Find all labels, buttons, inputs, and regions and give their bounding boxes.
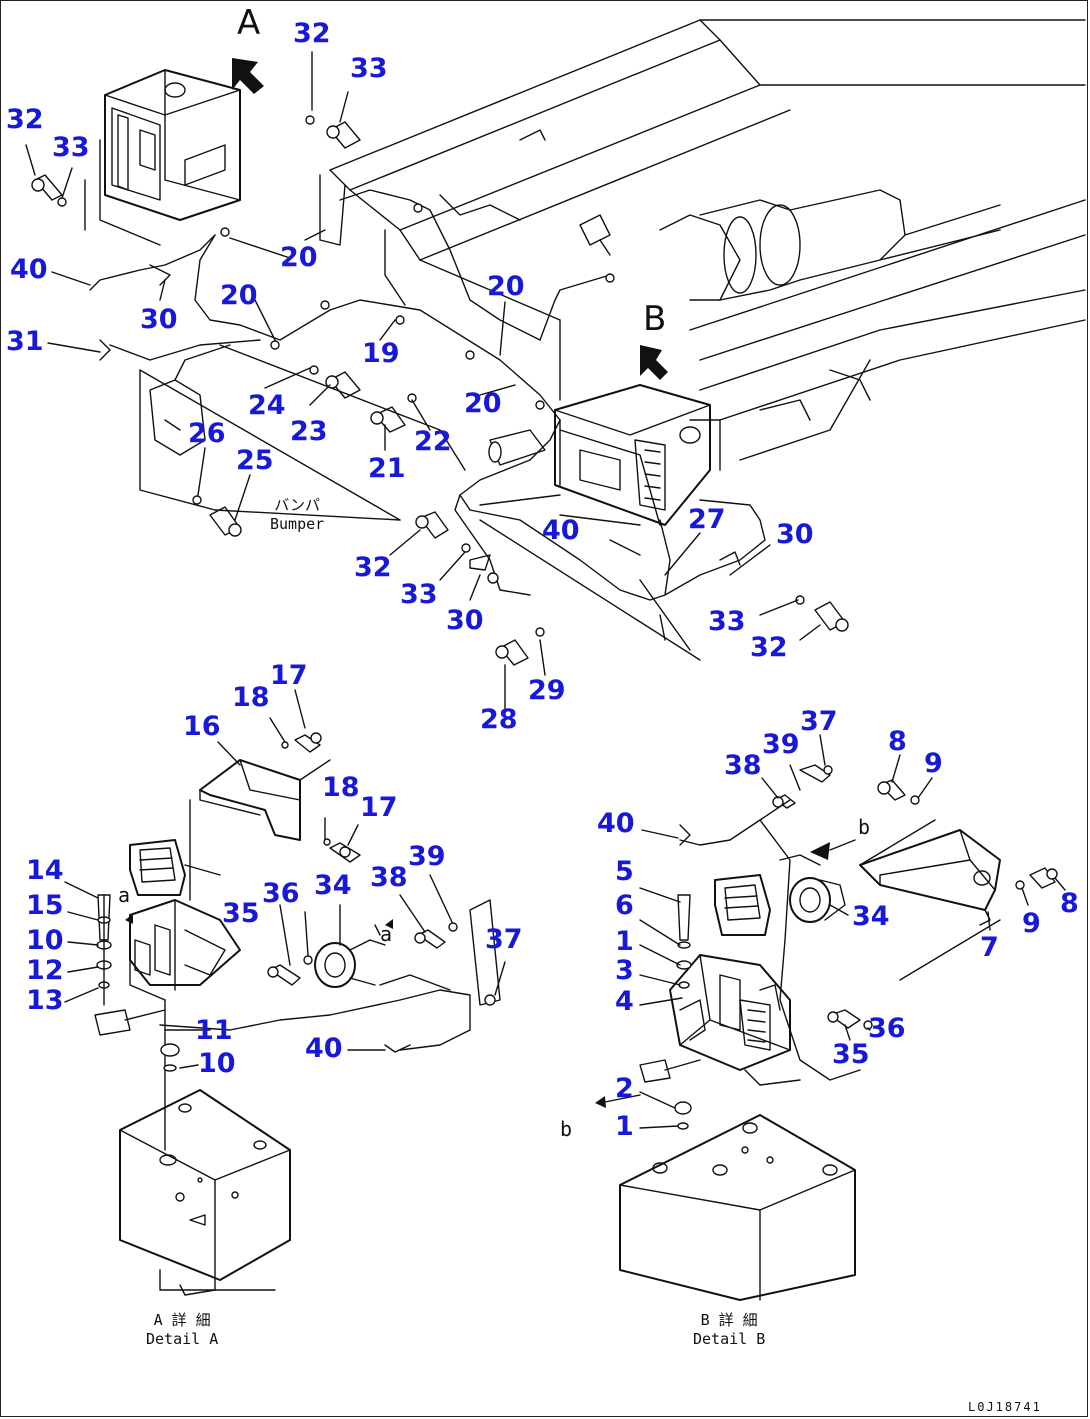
leaders-top	[25, 51, 821, 711]
callout: 23	[290, 416, 328, 447]
chassis-frame	[139, 19, 1086, 661]
leaders-detail-b	[639, 734, 1066, 1129]
callout: 32	[750, 632, 788, 663]
callout: 18	[232, 682, 270, 713]
leader-letter-a2: a	[380, 922, 393, 946]
callout: 40	[597, 808, 635, 839]
view-marker-a: A	[237, 3, 261, 43]
view-arrow-b	[640, 345, 668, 380]
callout: 33	[400, 579, 438, 610]
callout: 4	[615, 986, 634, 1017]
callout: 20	[280, 242, 318, 273]
callout: 19	[362, 338, 400, 369]
callout: 26	[188, 418, 226, 449]
callout: 33	[52, 132, 90, 163]
callout: 30	[140, 304, 178, 335]
callout: 10	[198, 1048, 236, 1079]
callout: 37	[485, 924, 523, 955]
callout: 22	[414, 426, 452, 457]
detail-a-label-en: Detail A	[146, 1329, 219, 1348]
callout: 32	[6, 104, 44, 135]
callout: 20	[487, 271, 525, 302]
callout: 24	[248, 390, 286, 421]
callout: 36	[868, 1013, 906, 1044]
callout: 40	[305, 1033, 343, 1064]
detail-b-drawing	[595, 764, 1058, 1301]
detail-a-drawing	[94, 732, 501, 1296]
callout: 38	[724, 750, 762, 781]
callout: 17	[360, 792, 398, 823]
callout: 17	[270, 660, 308, 691]
callout: 1	[615, 926, 634, 957]
callout: 32	[293, 18, 331, 49]
detail-b-label-jp: B 詳 細	[700, 1311, 758, 1329]
callout: 12	[26, 955, 64, 986]
callout: 38	[370, 862, 408, 893]
callout: 37	[800, 706, 838, 737]
callout: 34	[852, 901, 890, 932]
callout: 30	[446, 605, 484, 636]
callout: 21	[368, 453, 406, 484]
callout: 39	[408, 841, 446, 872]
callout: 33	[708, 606, 746, 637]
callout: 32	[354, 552, 392, 583]
leader-letter-b2: b	[560, 1117, 573, 1141]
bumper-label: バンパ Bumper	[270, 496, 324, 534]
callout: 30	[776, 519, 814, 550]
callout: 34	[314, 870, 352, 901]
callout: 13	[26, 985, 64, 1016]
callout: 36	[262, 878, 300, 909]
callout: 18	[322, 772, 360, 803]
callout: 5	[615, 856, 634, 887]
callout: 6	[615, 890, 634, 921]
callout: 9	[924, 748, 943, 779]
detail-a-label: A 詳 細 Detail A	[146, 1311, 218, 1349]
callout: 40	[10, 254, 48, 285]
callout: 28	[480, 704, 518, 735]
callout: 20	[220, 280, 258, 311]
callout: 3	[615, 955, 634, 986]
callout: 2	[615, 1073, 634, 1104]
leader-letter-b1: b	[858, 815, 871, 839]
callout: 35	[832, 1039, 870, 1070]
callout: 11	[195, 1015, 233, 1046]
callout: 25	[236, 445, 274, 476]
callout: 9	[1022, 908, 1041, 939]
detail-b-label: B 詳 細 Detail B	[693, 1311, 765, 1349]
callout: 27	[688, 504, 726, 535]
callout: 39	[762, 729, 800, 760]
bumper-label-en: Bumper	[270, 514, 325, 533]
callout: 31	[6, 326, 44, 357]
callout: 35	[222, 898, 260, 929]
view-marker-b: B	[643, 299, 667, 339]
callout: 14	[26, 855, 64, 886]
callout: 1	[615, 1111, 634, 1142]
leaders-detail-a	[64, 689, 506, 1069]
callout: 7	[980, 932, 999, 963]
callout: 8	[1060, 888, 1079, 919]
leader-letter-a1: a	[118, 883, 131, 907]
wiring-harness-top	[89, 189, 766, 601]
bumper-label-jp: バンパ	[274, 496, 320, 514]
callout: 15	[26, 890, 64, 921]
callout: 10	[26, 925, 64, 956]
callout: 20	[464, 388, 502, 419]
hardware-top	[31, 115, 849, 666]
view-arrow-a	[232, 58, 264, 94]
lamp-b-top	[554, 384, 721, 526]
callout: 40	[542, 515, 580, 546]
lamp-a-top	[84, 69, 241, 246]
callout: 33	[350, 53, 388, 84]
drawing-reference: L0J18741	[968, 1400, 1042, 1414]
callout: 8	[888, 726, 907, 757]
callout: 29	[528, 675, 566, 706]
detail-b-label-en: Detail B	[693, 1329, 766, 1348]
detail-a-label-jp: A 詳 細	[153, 1311, 211, 1329]
callout: 16	[183, 711, 221, 742]
